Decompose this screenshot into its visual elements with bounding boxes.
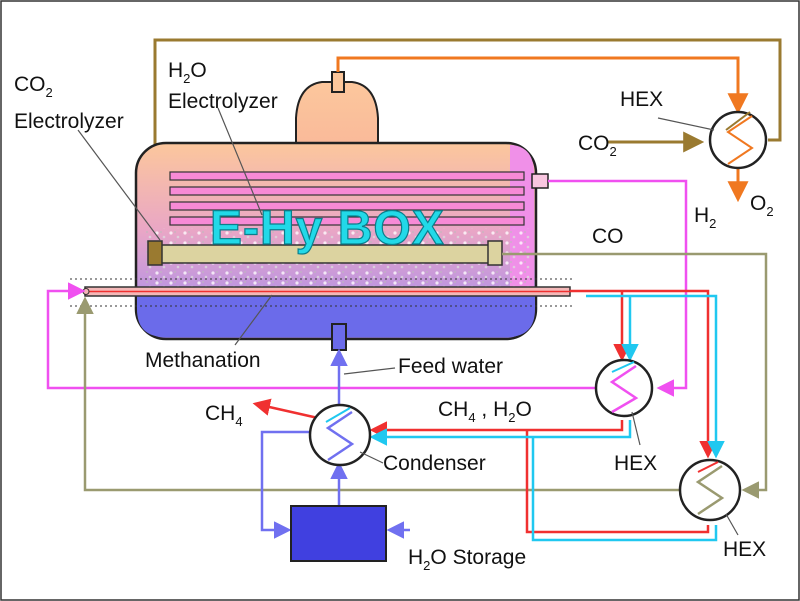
label-co2-electrolyzer-line2: Electrolyzer [14, 110, 124, 133]
label-feed-water: Feed water [398, 355, 503, 378]
vessel-water [137, 290, 535, 337]
cyan-loop [369, 294, 725, 542]
label-co: CO [592, 225, 624, 248]
label-methanation: Methanation [145, 349, 261, 372]
co2-electrolyzer-bar [147, 240, 503, 266]
h2o-storage-tank [290, 505, 387, 562]
co2-feed-line [144, 38, 782, 245]
hex-bottom-icon [678, 458, 742, 522]
label-o2: O2 [750, 192, 774, 219]
hex-mid-icon [594, 358, 654, 418]
condenser-icon [308, 403, 372, 467]
water-lines [260, 348, 410, 539]
label-hex-bottom: HEX [723, 538, 766, 561]
label-h2: H2 [694, 204, 716, 231]
label-ch4-out: CH4 [205, 402, 243, 429]
label-condenser: Condenser [383, 452, 486, 475]
ch4-out-arrow [252, 398, 319, 420]
red-loop [369, 289, 717, 534]
label-co2-electrolyzer: CO2 [14, 73, 53, 100]
feed-nozzle [331, 323, 347, 351]
label-hex-top: HEX [620, 88, 663, 111]
title: E-Hy BOX [210, 202, 445, 255]
label-h2o-electrolyzer-line2: Electrolyzer [168, 90, 278, 113]
dome-nozzle [331, 71, 345, 93]
label-co2-in: CO2 [578, 132, 617, 159]
label-ch4-h2o: CH4 , H2O [438, 398, 532, 425]
vessel-dome [295, 81, 379, 149]
h2-loop [46, 179, 688, 397]
leader-lines [77, 107, 739, 536]
h2o-electrolyzer-tubes [169, 171, 525, 226]
label-hex-mid: HEX [614, 452, 657, 475]
side-nozzle [531, 173, 549, 189]
e-hy-box-vessel [70, 71, 575, 351]
co-loop [76, 252, 768, 499]
orange-loop [336, 56, 749, 203]
label-h2o-storage: H2O Storage [408, 546, 526, 573]
label-h2o-electrolyzer: H2O [168, 59, 207, 86]
hex-top-icon [708, 110, 768, 170]
